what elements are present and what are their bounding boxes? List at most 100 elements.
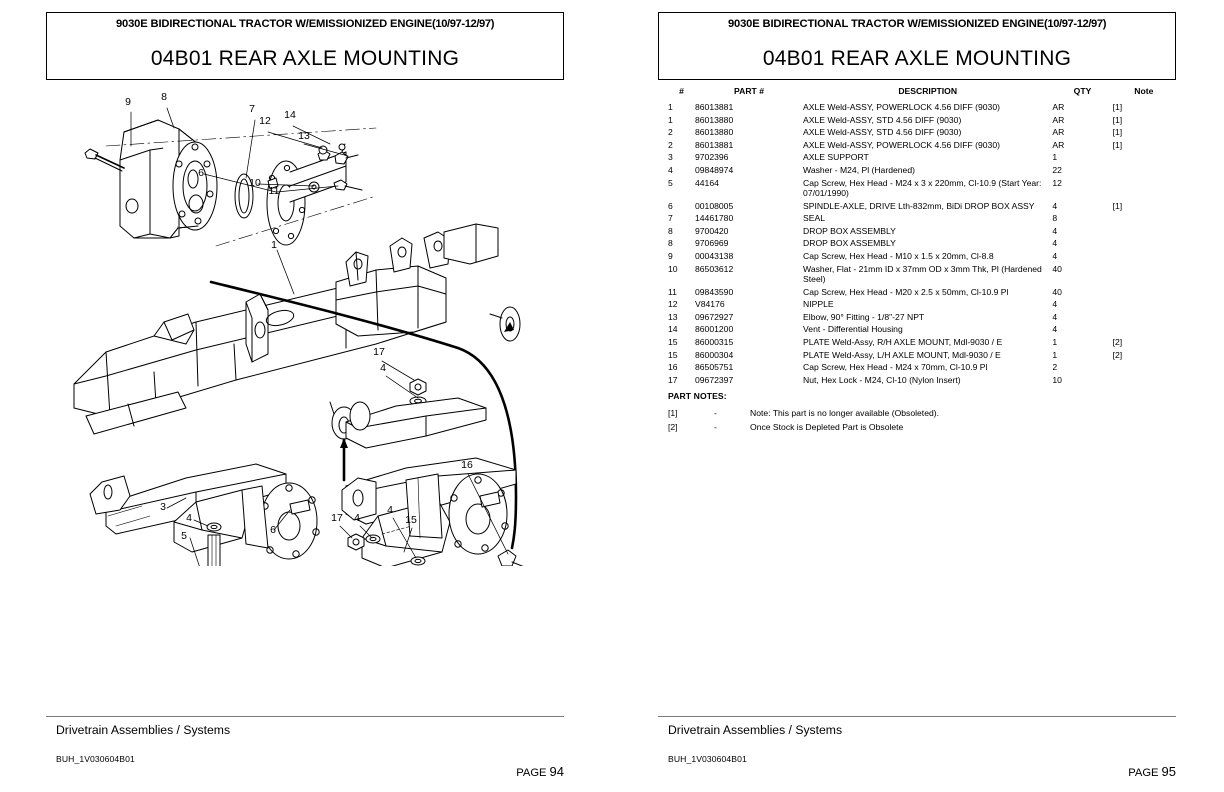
cell-index: 11 — [668, 286, 677, 297]
diagram-callout-5: 5 — [181, 530, 187, 542]
cell-note — [1113, 225, 1175, 238]
cell-qty: 1 — [1052, 337, 1058, 347]
cell-part: 9700420 — [695, 225, 729, 236]
cell-part: V84176 — [695, 299, 725, 310]
diagram-callout-4: 4 — [380, 362, 386, 374]
callout-4-washer-left — [206, 522, 222, 532]
cell-description: Washer - M24, Pl (Hardened) — [803, 165, 915, 176]
footer-page-number-left: 94 — [549, 764, 564, 779]
cell-qty: 8 — [1052, 213, 1058, 224]
cell-note — [1113, 250, 1175, 263]
cell-qty: 4 — [1052, 324, 1058, 335]
cell-part: 9706969 — [695, 238, 729, 249]
page-header-box-right: 9030E BIDIRECTIONAL TRACTOR W/EMISSIONIZ… — [658, 12, 1176, 80]
diagram-callout-1: 1 — [271, 239, 277, 251]
diagram-callout-9: 9 — [125, 96, 131, 108]
cell-qty: 4 — [1052, 311, 1058, 322]
diagram-callout-16: 16 — [461, 459, 473, 471]
header-date-range-right: (10/97-12/97) — [1044, 18, 1107, 30]
column-header-index: # — [679, 86, 684, 96]
cell-index: 2 — [668, 127, 673, 138]
cell-qty: 40 — [1052, 263, 1062, 274]
cell-description: DROP BOX ASSEMBLY — [803, 225, 896, 236]
footer-page-word-left: PAGE — [516, 767, 547, 779]
cell-part: 86013881 — [695, 139, 734, 150]
cell-note — [1113, 164, 1175, 177]
cell-part: 86000315 — [695, 337, 734, 347]
diagram-callout-13: 13 — [298, 130, 310, 142]
column-header-note: Note — [1134, 86, 1154, 96]
cell-part: 09672927 — [695, 311, 734, 322]
page-title-right: 04B01 REAR AXLE MOUNTING — [762, 47, 1072, 70]
part-note-item: [2]-Once Stock is Depleted Part is Obsol… — [668, 422, 1168, 432]
diagram-callout-8: 8 — [161, 91, 167, 103]
cell-part: 86013881 — [695, 102, 734, 113]
callout-16-capscrew — [497, 549, 524, 566]
footer-divider-right — [658, 716, 1176, 717]
callout-10-washer — [308, 181, 320, 193]
cell-index: 1 — [668, 114, 673, 125]
cell-index: 2 — [668, 139, 673, 150]
cell-note — [1113, 237, 1175, 250]
lower-left-axle-support — [89, 463, 320, 566]
cell-note — [1113, 323, 1175, 336]
cell-qty: 4 — [1052, 238, 1058, 249]
cell-qty: 4 — [1052, 251, 1058, 262]
page-header-box-left: 9030E BIDIRECTIONAL TRACTOR W/EMISSIONIZ… — [46, 12, 564, 80]
cell-part: 44164 — [695, 177, 719, 188]
cell-index: 6 — [668, 200, 673, 211]
parts-table-body: 1 86013881 AXLE Weld-ASSY, POWERLOCK 4.56 … — [668, 101, 1175, 386]
cell-part: 09843590 — [695, 286, 734, 297]
cell-note: [2] — [1112, 337, 1123, 347]
header-date-range-left: (10/97-12/97) — [432, 18, 495, 30]
cell-part: 00108005 — [695, 200, 734, 211]
cell-qty: 1 — [1052, 349, 1058, 360]
cell-qty: 4 — [1052, 225, 1058, 236]
cell-description: AXLE Weld-ASSY, STD 4.56 DIFF (9030) — [803, 127, 962, 138]
cell-qty: 4 — [1052, 200, 1058, 211]
cell-note — [1113, 151, 1175, 164]
cell-qty: AR — [1052, 139, 1065, 150]
cell-index: 4 — [668, 165, 673, 176]
diagram-callout-4: 4 — [387, 504, 393, 516]
callout-4-washer-right-a — [365, 534, 381, 544]
cell-part: 9702396 — [695, 152, 729, 163]
cell-description: Cap Screw, Hex Head - M24 x 70mm, Cl-10.… — [803, 362, 988, 373]
cell-index: 8 — [668, 238, 673, 249]
cell-index: 5 — [668, 177, 673, 188]
cell-index: 16 — [668, 362, 678, 373]
cell-note — [1113, 298, 1175, 311]
cell-note — [1113, 177, 1175, 200]
cell-description: AXLE Weld-ASSY, POWERLOCK 4.56 DIFF (903… — [803, 102, 1000, 113]
cell-index: 12 — [668, 299, 678, 310]
footer-doc-id-left: BUH_1V030604B01 — [56, 754, 135, 764]
cell-part: 14461780 — [695, 213, 734, 224]
diagram-callout-10: 10 — [249, 177, 261, 189]
cell-note — [1113, 212, 1175, 225]
cell-index: 13 — [668, 311, 678, 322]
cell-note: [1] — [1112, 102, 1123, 113]
footer-page-word-right: PAGE — [1128, 767, 1159, 779]
cell-description: DROP BOX ASSEMBLY — [803, 238, 896, 249]
cell-note — [1113, 311, 1175, 324]
diagram-callout-3: 3 — [160, 501, 166, 513]
diagram-callout-17: 17 — [331, 512, 343, 524]
cell-note: [1] — [1112, 114, 1123, 125]
cell-index: 15 — [668, 337, 678, 347]
spindle-hub-flange — [266, 151, 347, 246]
